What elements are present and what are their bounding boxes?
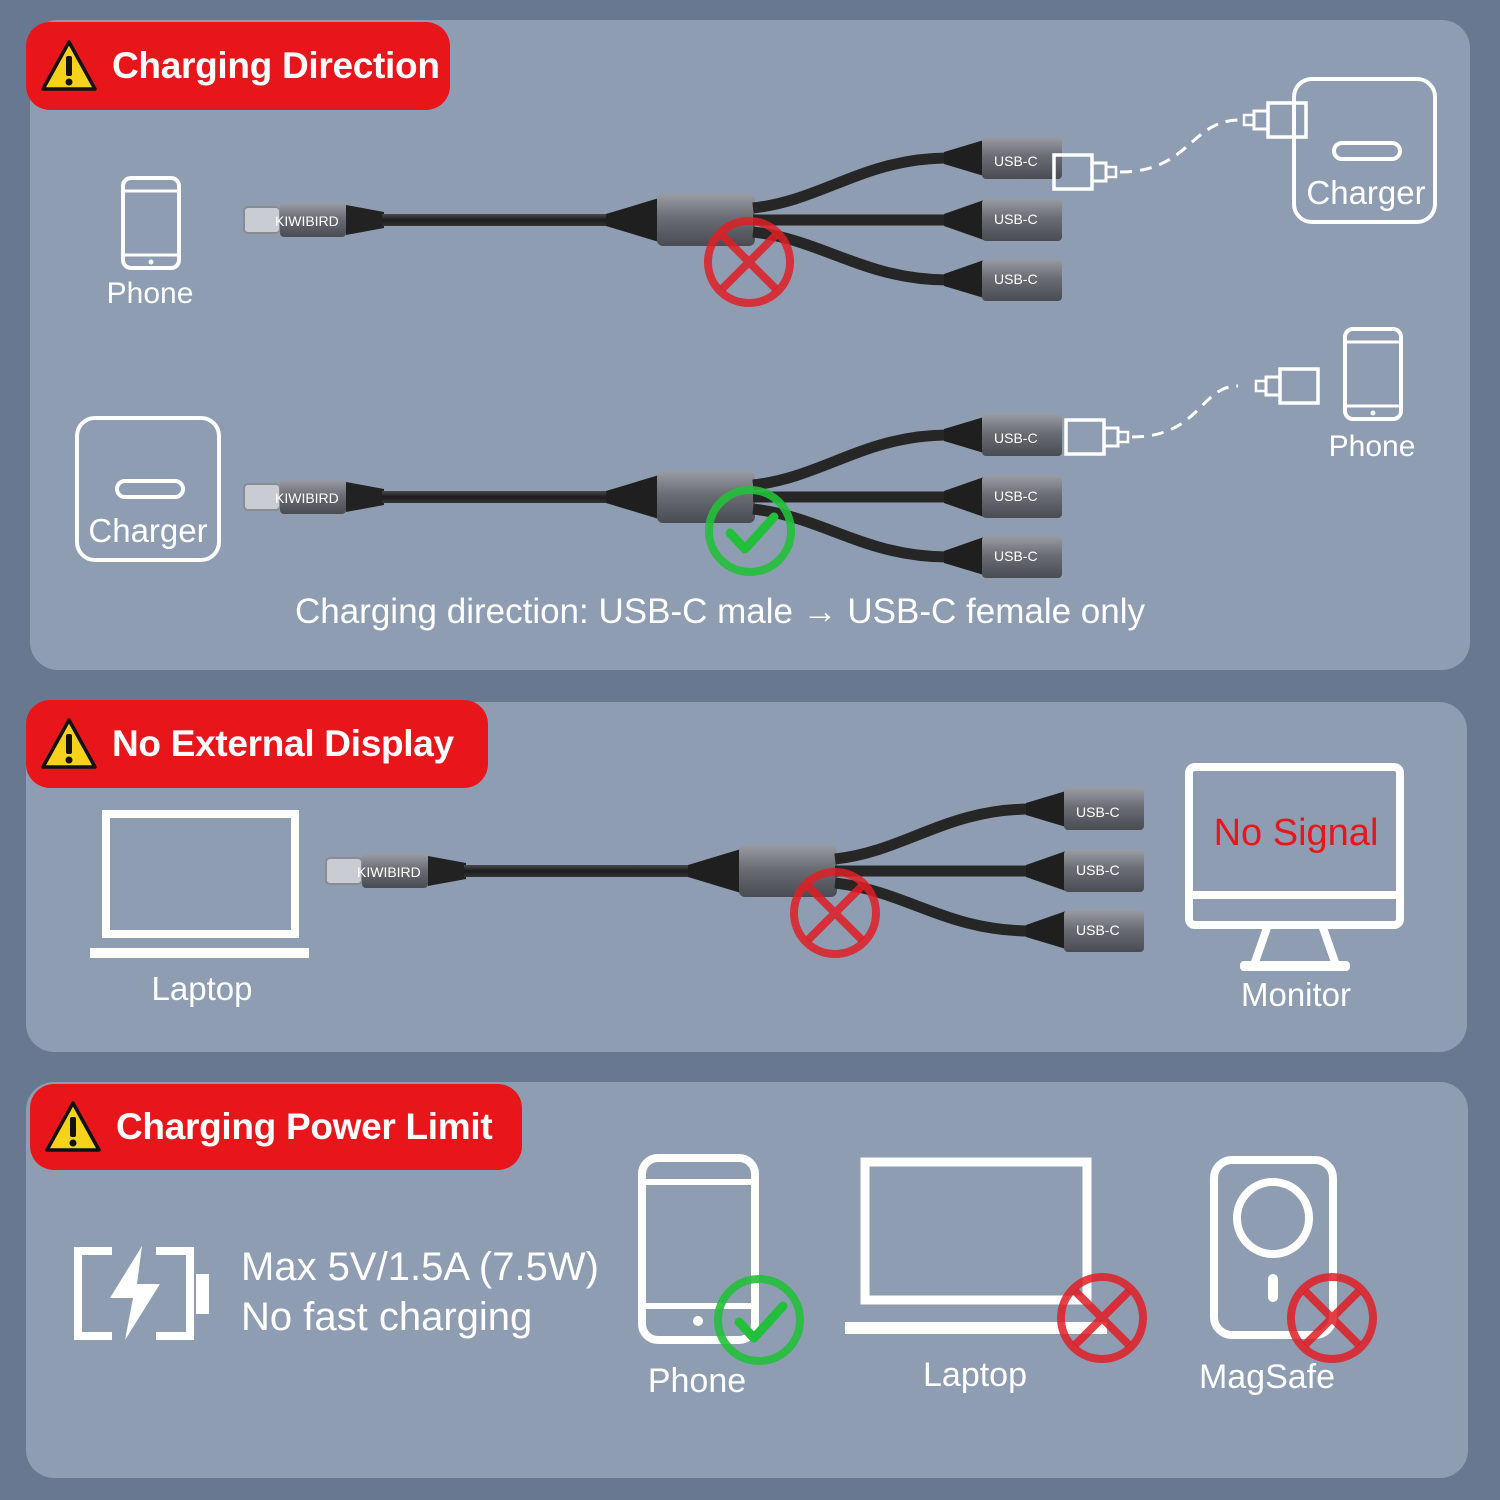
warning-icon	[41, 40, 97, 91]
charger-icon	[75, 416, 221, 562]
charger-icon	[1292, 77, 1437, 224]
magsafe-label: MagSafe	[1198, 1358, 1336, 1396]
warning-icon	[45, 1101, 101, 1152]
charging-direction-ribbon: Charging Direction	[26, 22, 450, 110]
port-label: USB-C	[994, 488, 1038, 504]
cross-icon	[1061, 1277, 1143, 1359]
port-label: USB-C	[994, 211, 1038, 227]
power-spec-no-fast: No fast charging	[241, 1295, 533, 1339]
power-spec-max: Max 5V/1.5A (7.5W)	[241, 1245, 599, 1289]
charging-power-limit-ribbon: Charging Power Limit	[30, 1084, 522, 1170]
charging-direction-title: Charging Direction	[112, 45, 440, 86]
laptop-label: Laptop	[923, 1356, 1027, 1394]
monitor-label: Monitor	[1240, 976, 1352, 1013]
plug-icon	[1052, 153, 1118, 191]
charger-label: Charger	[88, 512, 208, 549]
phone-label: Phone	[1328, 430, 1416, 463]
plug-icon	[1064, 418, 1130, 456]
cable-brand-label: KIWIBIRD	[275, 213, 339, 229]
usb-c-cable-icon	[244, 137, 1062, 301]
no-signal-text: No Signal	[1213, 812, 1379, 854]
laptop-icon	[90, 810, 309, 958]
cable-brand-label: KIWIBIRD	[357, 864, 421, 880]
laptop-label: Laptop	[151, 970, 253, 1007]
no-external-display-ribbon: No External Display	[26, 700, 488, 788]
phone-icon	[1343, 327, 1403, 421]
port-label: USB-C	[994, 548, 1038, 564]
plug-icon	[1242, 101, 1308, 139]
port-label: USB-C	[1076, 862, 1120, 878]
cable-brand-label: KIWIBIRD	[275, 490, 339, 506]
laptop-icon	[845, 1157, 1107, 1334]
phone-label: Phone	[106, 277, 194, 310]
charging-direction-caption: Charging direction: USB-C male → USB-C f…	[294, 592, 1146, 631]
port-label: USB-C	[994, 153, 1038, 169]
charging-power-limit-title: Charging Power Limit	[116, 1106, 493, 1147]
warning-icon	[41, 718, 97, 769]
plug-icon	[1254, 367, 1320, 405]
phone-label: Phone	[647, 1362, 747, 1400]
phone-icon	[638, 1154, 759, 1344]
magsafe-icon	[1210, 1156, 1337, 1339]
phone-icon	[121, 176, 181, 270]
charging-direction-panel	[30, 20, 1470, 670]
port-label: USB-C	[994, 430, 1038, 446]
charger-label: Charger	[1306, 174, 1426, 211]
usb-c-cable-icon	[326, 788, 1144, 952]
battery-charging-icon	[74, 1246, 209, 1340]
port-label: USB-C	[994, 271, 1038, 287]
monitor-icon	[1185, 763, 1404, 971]
usb-c-cable-icon	[244, 414, 1062, 578]
port-label: USB-C	[1076, 804, 1120, 820]
port-label: USB-C	[1076, 922, 1120, 938]
no-external-display-title: No External Display	[112, 723, 454, 764]
